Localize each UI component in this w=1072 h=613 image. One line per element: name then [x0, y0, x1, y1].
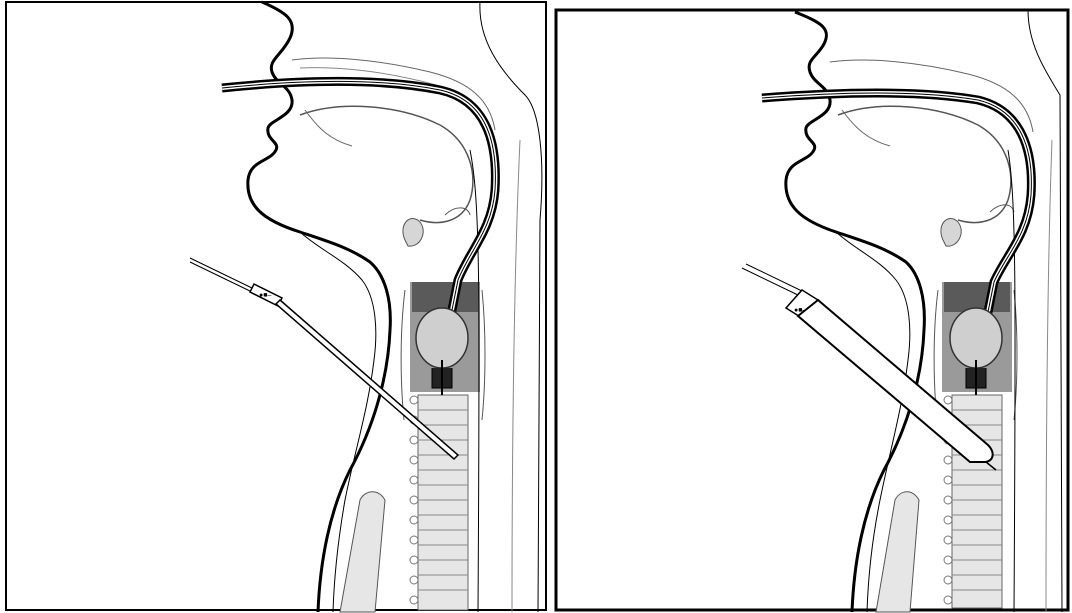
- larynx-front-wall: [401, 290, 405, 420]
- spine-back-line: [512, 140, 520, 612]
- palate-line: [292, 58, 495, 130]
- neck-back-outline-right: [1028, 10, 1062, 612]
- tube-cuff-balloon-right: [950, 308, 1002, 368]
- tongue-curl: [305, 110, 352, 146]
- neck-back-outline: [480, 2, 542, 612]
- panel-left-svg: ●■–: [0, 0, 550, 613]
- epiglottis-right: [941, 218, 961, 246]
- scope-tube-inner-right: [762, 93, 1031, 322]
- uvula: [445, 208, 470, 215]
- sheath-wire-2: [746, 264, 804, 292]
- needle-wire: [190, 258, 252, 288]
- needle-wire-2: [190, 262, 252, 292]
- spine-back-line-right: [1046, 140, 1052, 612]
- panel-left-needle-insertion: ●■–: [0, 0, 550, 613]
- panel-right-svg: ●■–: [550, 0, 1072, 613]
- tongue-curl-right: [842, 110, 890, 146]
- panel-right-sheath-insertion: ●■–: [550, 0, 1072, 613]
- epiglottis: [403, 218, 423, 246]
- tongue-outline-right: [838, 106, 1011, 222]
- tongue-outline: [300, 106, 473, 222]
- tube-cuff-balloon: [416, 308, 468, 368]
- larynx-back-wall: [482, 290, 485, 420]
- sheath-wire: [742, 268, 800, 296]
- sternum-bone: [340, 492, 385, 612]
- sternum-bone-right: [876, 492, 919, 612]
- scope-tube-outer: [222, 82, 495, 321]
- needle-hub-label: ●■–: [259, 292, 271, 299]
